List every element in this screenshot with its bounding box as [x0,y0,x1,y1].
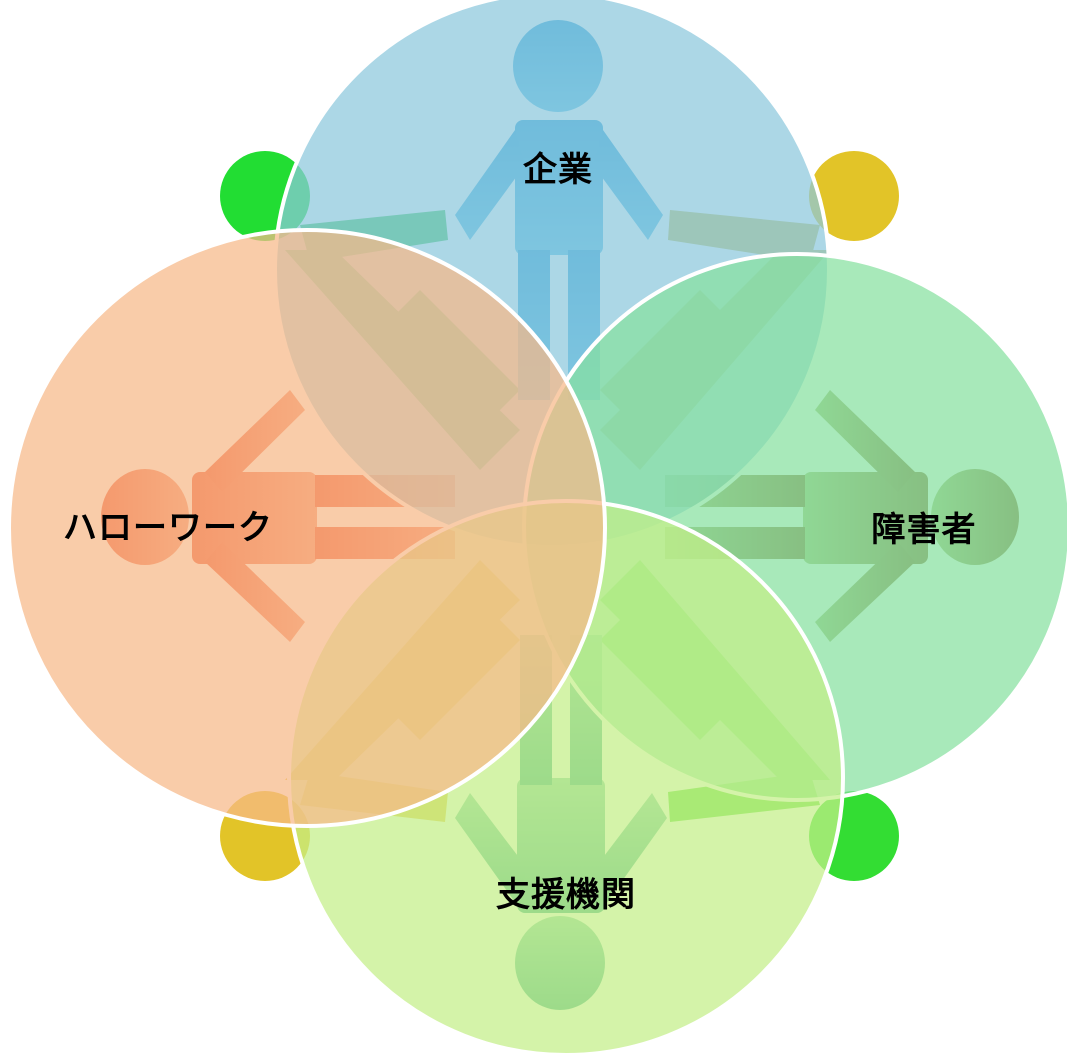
label-persons-with-disabilities: 障害者 [872,513,977,547]
label-company: 企業 [523,153,593,187]
label-support-organization: 支援機関 [496,878,636,912]
label-hello-work: ハローワーク [63,511,273,545]
